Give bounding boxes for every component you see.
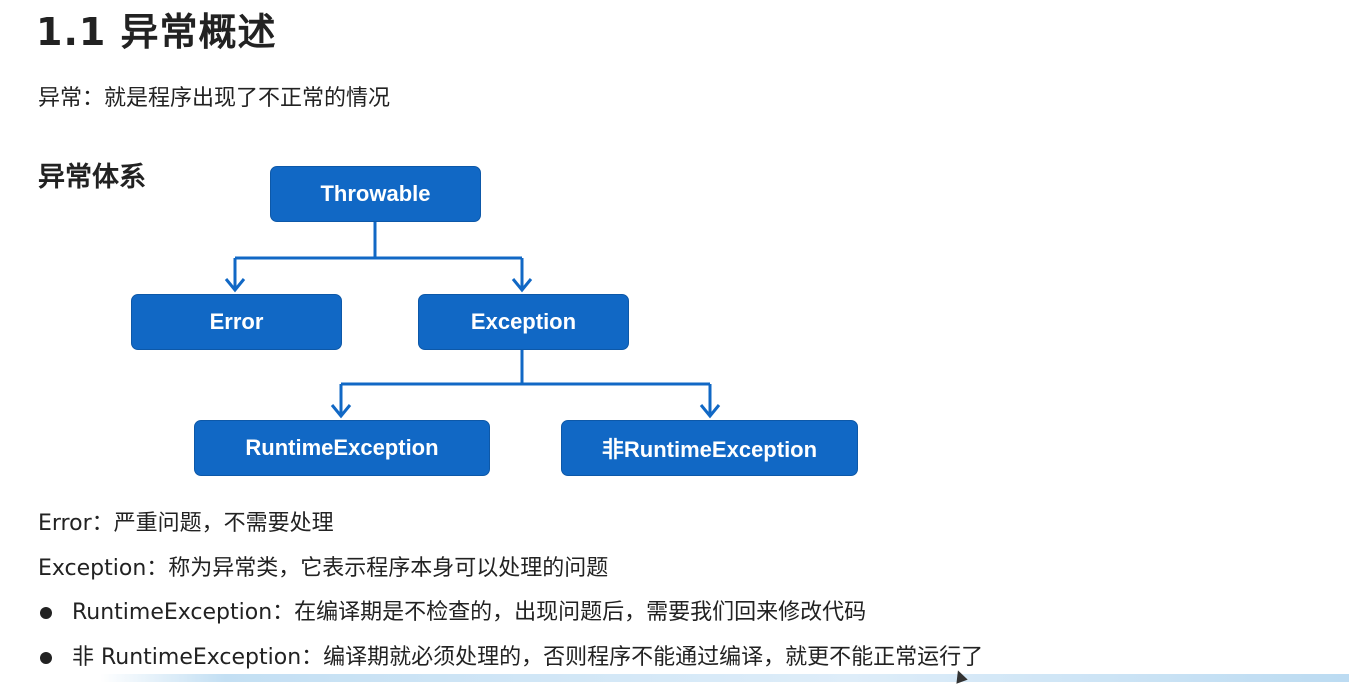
arrow-nonruntime bbox=[699, 404, 721, 419]
list-item-text: RuntimeException：在编译期是不检查的，出现问题后，需要我们回来修… bbox=[72, 600, 867, 625]
list-item: 非 RuntimeException：编译期就必须处理的，否则程序不能通过编译，… bbox=[38, 643, 983, 673]
list-item-text: 非 RuntimeException：编译期就必须处理的，否则程序不能通过编译，… bbox=[72, 645, 984, 670]
node-runtime-exception: RuntimeException bbox=[194, 420, 490, 476]
node-non-runtime-exception: 非RuntimeException bbox=[561, 420, 858, 476]
bottom-decoration bbox=[100, 674, 1349, 682]
arrow-error bbox=[224, 278, 246, 293]
error-description: Error：严重问题，不需要处理 bbox=[38, 511, 334, 536]
node-error: Error bbox=[131, 294, 342, 350]
exception-description: Exception：称为异常类，它表示程序本身可以处理的问题 bbox=[38, 556, 609, 581]
page-title: 1.1 异常概述 bbox=[36, 10, 277, 54]
bullet-icon bbox=[40, 652, 52, 664]
node-throwable: Throwable bbox=[270, 166, 481, 222]
node-exception: Exception bbox=[418, 294, 629, 350]
intro-text: 异常：就是程序出现了不正常的情况 bbox=[38, 86, 391, 111]
bullet-icon bbox=[40, 607, 52, 619]
arrow-exception bbox=[511, 278, 533, 293]
list-item: RuntimeException：在编译期是不检查的，出现问题后，需要我们回来修… bbox=[38, 598, 866, 628]
section-title: 异常体系 bbox=[38, 162, 146, 193]
arrow-runtime bbox=[330, 404, 352, 419]
